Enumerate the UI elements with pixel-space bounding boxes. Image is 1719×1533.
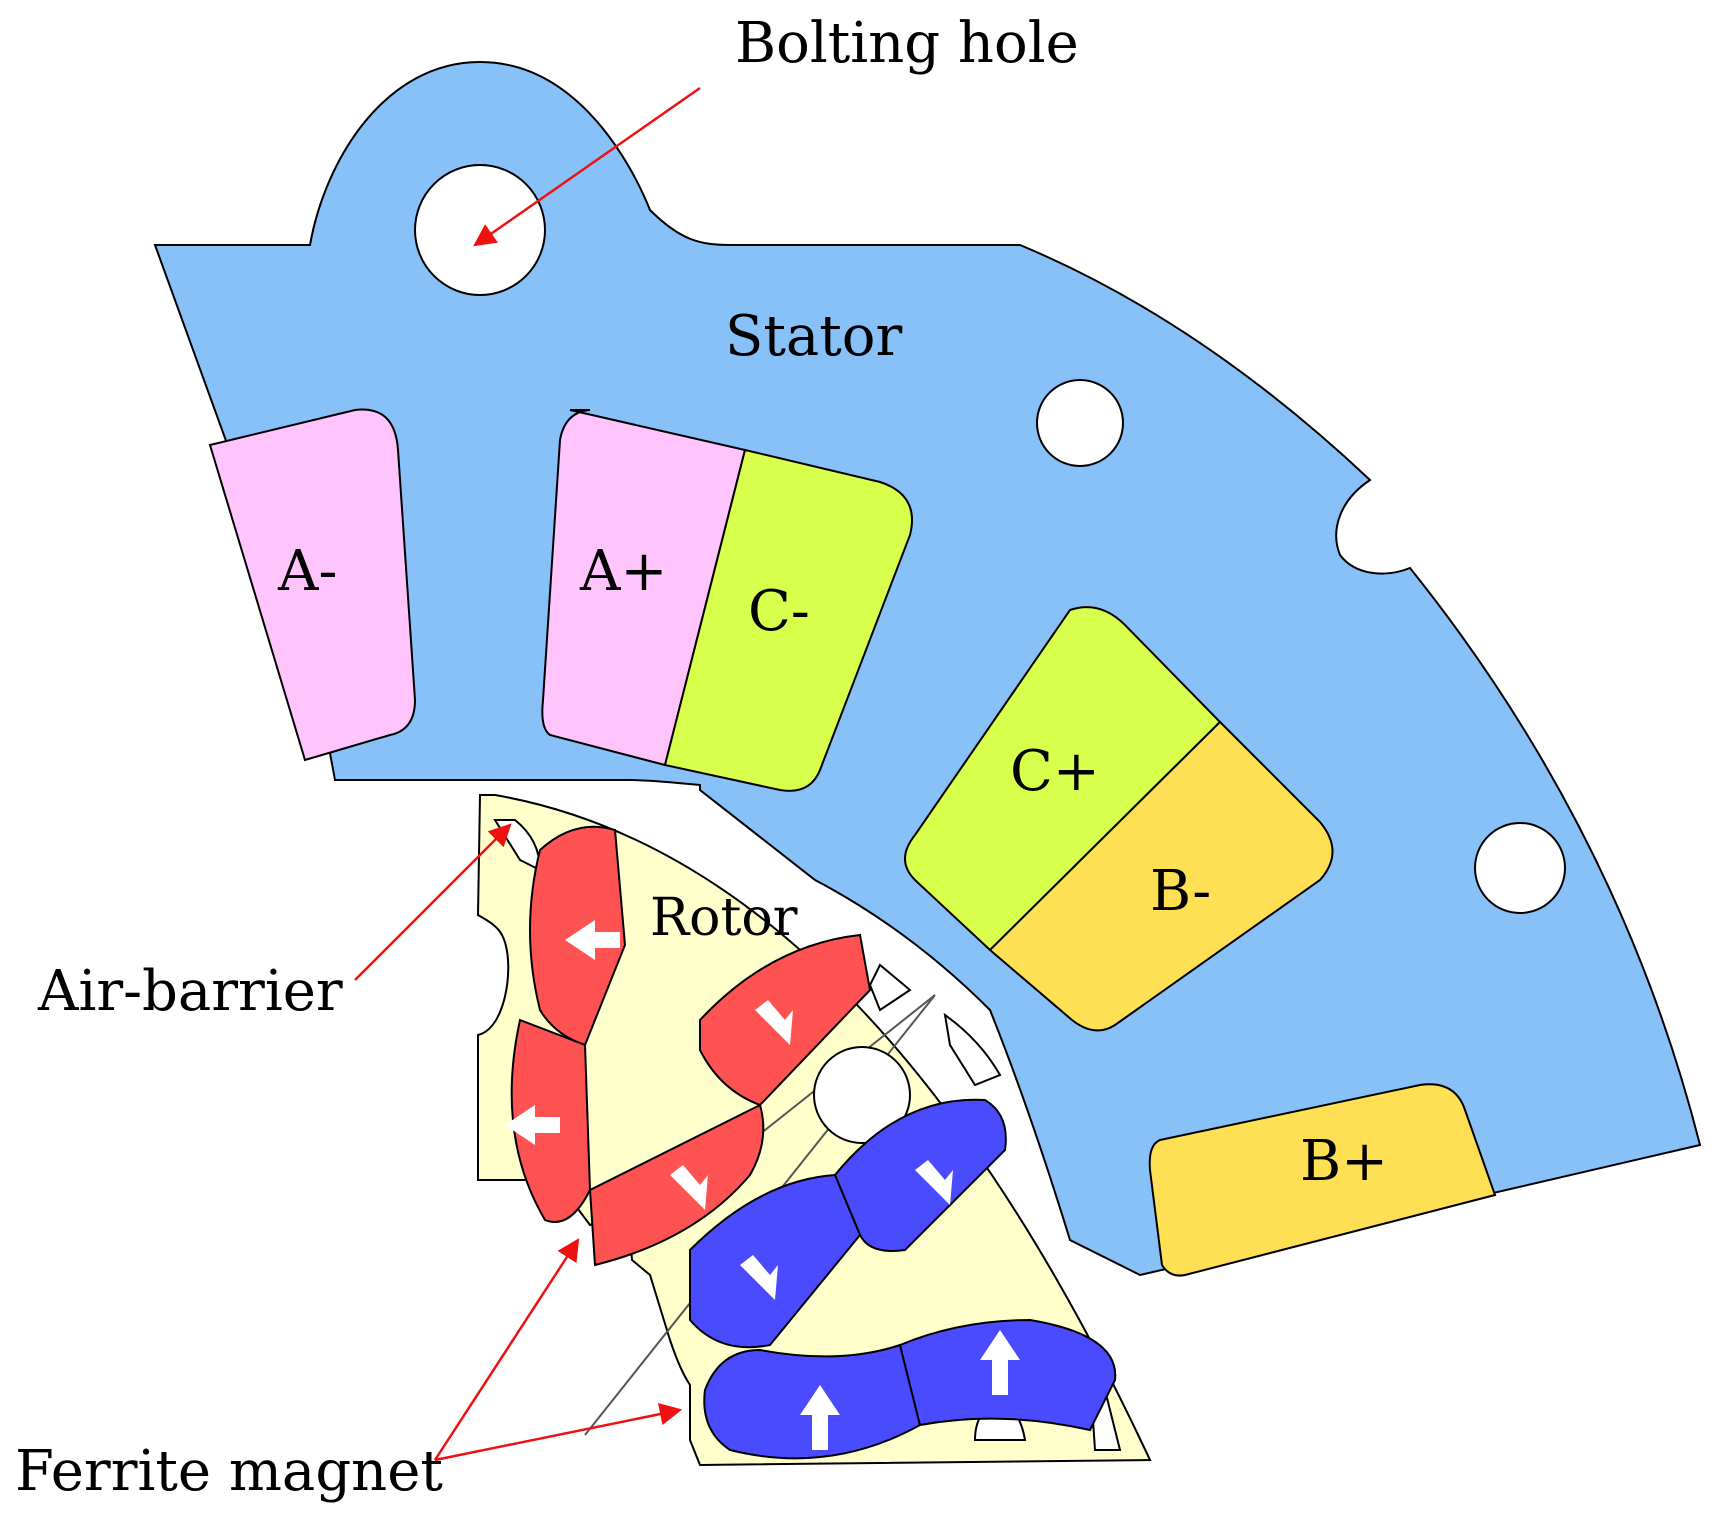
air-barrier-callout-arrow <box>354 823 512 981</box>
winding-a-plus: A+ <box>541 409 747 767</box>
rotor-core <box>476 794 1152 1467</box>
stator-hole <box>1474 822 1566 914</box>
coil-label-b-minus: B- <box>1150 859 1211 924</box>
air-barrier <box>943 1012 1002 1087</box>
ferrite-magnet <box>689 1173 862 1349</box>
ferrite-magnet-group-red <box>505 825 872 1267</box>
winding-b-minus: B- <box>988 720 1334 1032</box>
coil-label-a-plus: A+ <box>579 539 667 604</box>
stator-label: Stator <box>725 304 902 369</box>
winding-c-minus: C- <box>663 448 913 792</box>
ferrite-magnet <box>588 1103 765 1267</box>
coil-label-a-minus: A- <box>277 539 337 604</box>
ferrite-magnet-callout-arrow <box>433 1238 580 1461</box>
rotor-hole <box>813 1046 911 1144</box>
magnet-direction-arrow <box>980 1330 1020 1395</box>
magnet-direction-arrow <box>670 1165 708 1210</box>
ferrite-magnet-group-blue <box>689 1098 1117 1460</box>
rotor: Rotor <box>476 794 1152 1467</box>
air-barrier-label: Air-barrier <box>37 959 343 1024</box>
air-barrier <box>868 963 912 1012</box>
magnet-direction-arrow <box>915 1160 953 1205</box>
magnet-direction-arrow <box>800 1385 840 1450</box>
ferrite-magnet-callout-arrow <box>434 1403 683 1462</box>
coil-label-b-plus: B+ <box>1300 1129 1388 1194</box>
winding-b-plus: B+ <box>1148 1083 1497 1277</box>
magnet-direction-arrow <box>505 1105 560 1145</box>
coil-label-c-plus: C+ <box>1010 739 1100 804</box>
bolting-hole-label: Bolting hole <box>735 11 1079 76</box>
magnet-direction-arrow <box>565 920 620 960</box>
stator-hole <box>1036 379 1124 467</box>
magnet-direction-arrow <box>755 1000 793 1045</box>
stator-core <box>153 60 1702 1277</box>
magnet-direction-arrow <box>740 1255 778 1300</box>
rotor-label: Rotor <box>650 888 798 948</box>
coil-label-c-minus: C- <box>748 579 810 644</box>
bolting-hole <box>414 164 546 296</box>
ferrite-magnet-label: Ferrite magnet <box>15 1439 443 1504</box>
winding-a-minus: A- <box>208 408 417 762</box>
bolting-hole-callout-arrow <box>473 86 701 247</box>
